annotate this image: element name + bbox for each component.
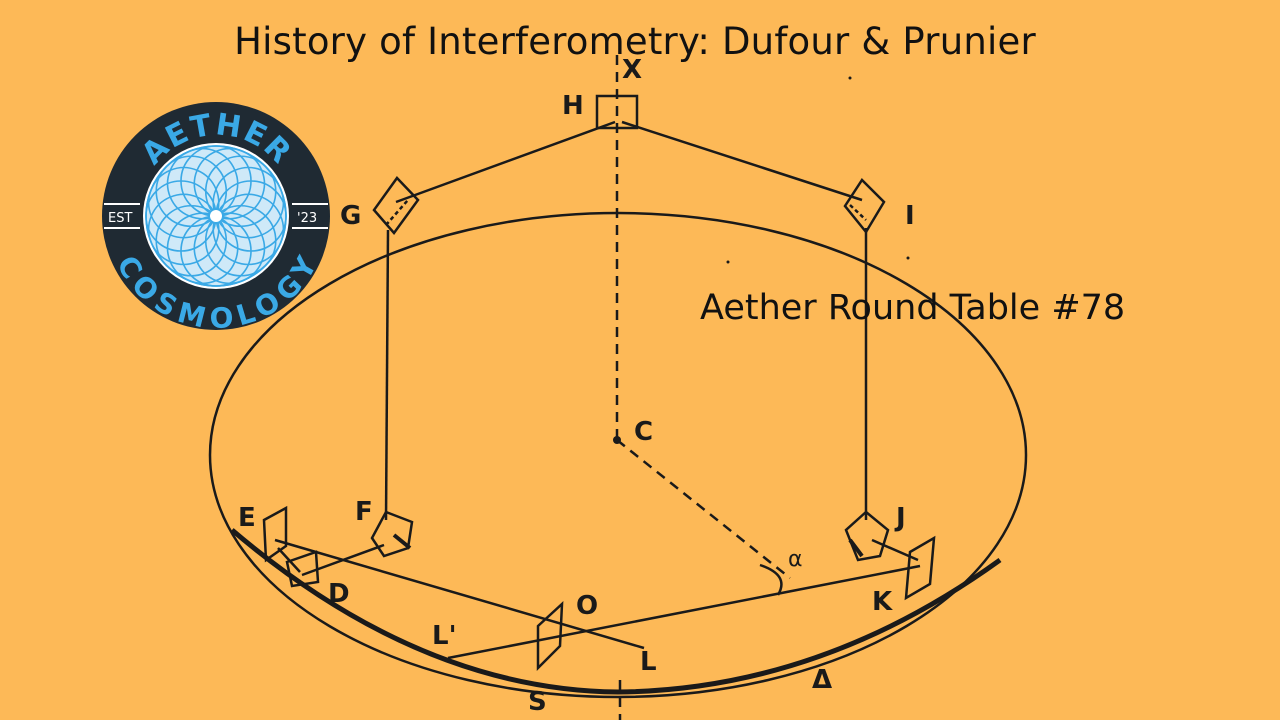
label-s: S <box>528 687 547 717</box>
alpha-arc <box>759 563 783 596</box>
label-f: F <box>355 497 373 527</box>
prism-f <box>370 510 414 558</box>
beam-h-g <box>395 120 616 204</box>
label-e: E <box>238 503 256 533</box>
label-h: H <box>562 91 584 121</box>
beam-l-prime-k <box>447 564 921 660</box>
mirror-k <box>904 535 936 601</box>
label-delta: Δ <box>812 665 832 695</box>
aether-cosmology-logo: EST '23 AETHER COSMOLOGY <box>102 102 330 335</box>
label-alpha: α <box>788 547 803 572</box>
label-g: G <box>340 201 361 231</box>
label-l: L <box>640 647 657 677</box>
mirror-h <box>595 94 639 130</box>
label-o: O <box>576 591 598 621</box>
page-title: History of Interferometry: Dufour & Prun… <box>234 20 1036 63</box>
label-l-prime: L' <box>432 621 457 651</box>
label-d: D <box>328 579 350 609</box>
table-rim <box>230 528 1002 695</box>
mirror-e <box>262 505 288 563</box>
episode-subtitle: Aether Round Table #78 <box>700 288 1126 328</box>
center-point <box>613 436 621 444</box>
beam-e-l <box>274 538 645 650</box>
prism-i <box>843 178 886 235</box>
label-x: X <box>622 55 642 85</box>
label-c: C <box>634 417 653 447</box>
label-j: J <box>894 503 906 533</box>
prism-g <box>372 176 420 236</box>
beam-h-i <box>621 120 863 202</box>
prism-j <box>844 510 890 562</box>
beam-g-f <box>384 229 390 521</box>
logo-year: '23 <box>297 211 317 226</box>
label-k: K <box>872 587 893 617</box>
logo-est: EST <box>108 211 132 226</box>
center-to-k-dashed <box>616 439 791 579</box>
mirror-d <box>285 550 320 588</box>
label-i: I <box>905 201 915 231</box>
beam-splitter-o <box>536 601 564 672</box>
